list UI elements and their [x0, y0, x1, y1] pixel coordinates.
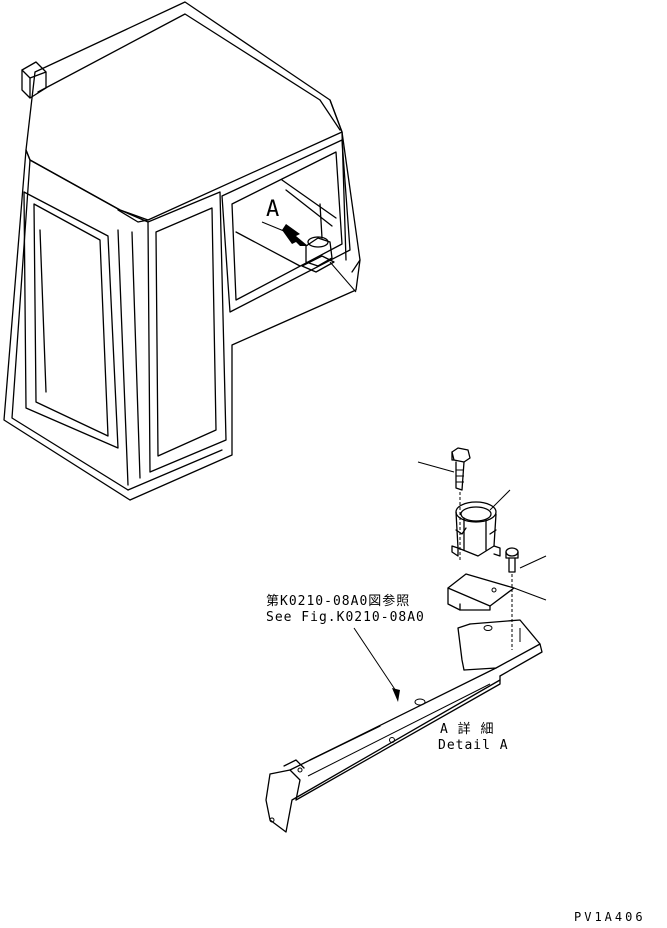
bolt-1-leader [417, 461, 455, 473]
cup-holder-leader [489, 489, 511, 511]
cup-holder [451, 501, 501, 557]
drawing-code: PV1A406 [574, 910, 646, 924]
ref-label-en: See Fig.K0210-08A0 [266, 610, 425, 625]
bracket [447, 573, 515, 611]
view-letter-label: A [266, 197, 281, 222]
cab-body [3, 1, 361, 501]
ref-leader [353, 627, 400, 702]
cab-leader-line [329, 261, 357, 293]
mounting-rail [265, 619, 543, 833]
detail-label-jp: A 詳 細 [440, 722, 495, 737]
view-arrow [261, 221, 308, 246]
bolt-2-leader [519, 555, 547, 569]
cab-cup-holder [301, 203, 335, 273]
bolt-1 [451, 447, 471, 491]
detail-label-en: Detail A [438, 738, 509, 753]
bracket-leader [513, 587, 547, 601]
bolt-2 [505, 547, 519, 573]
ref-label-jp: 第K0210-08A0図参照 [266, 594, 411, 609]
